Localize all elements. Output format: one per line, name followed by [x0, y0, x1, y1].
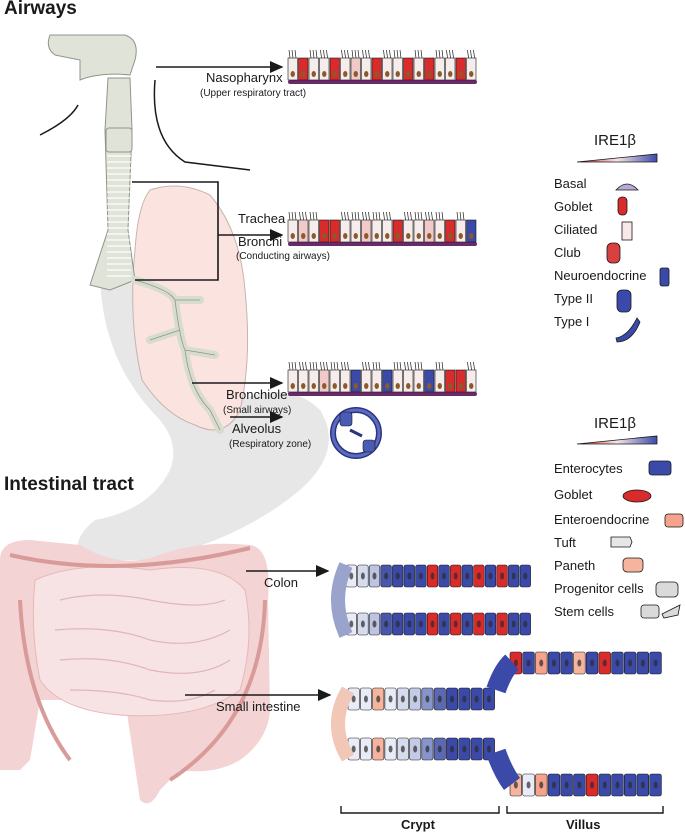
crypt-label: Crypt — [401, 817, 435, 832]
paneth-icon — [622, 557, 644, 573]
airway-bracket — [132, 181, 219, 281]
villus-bracket — [506, 806, 664, 814]
legend-airway-item: Ciliated — [554, 222, 598, 237]
stem-cell-icon — [640, 604, 660, 619]
villus-label: Villus — [566, 817, 601, 832]
enterocyte-icon — [648, 460, 672, 476]
nasal-cavity — [47, 34, 137, 81]
legend-gut-item: Goblet — [554, 487, 593, 502]
enteroendocrine-icon — [664, 513, 684, 528]
stem-cell-icon-2 — [661, 604, 681, 619]
type-ii-cell-icon — [616, 289, 632, 313]
nasopharynx-epithelium — [287, 49, 477, 84]
region-bronchiole-sub: (Small airways) — [223, 405, 292, 416]
region-alveolus: Alveolus — [232, 421, 282, 436]
larynx — [105, 127, 133, 153]
legend-gut-icons — [610, 460, 684, 619]
region-bronchiole: Bronchiole — [226, 387, 288, 402]
legend-airway-item: Type I — [554, 314, 590, 329]
section-title-airways: Airways — [4, 0, 77, 19]
region-nasopharynx: Nasopharynx — [206, 70, 283, 85]
goblet-gut-icon — [622, 489, 652, 503]
legend-gut-item: Enterocytes — [554, 461, 623, 476]
region-alveolus-sub: (Respiratory zone) — [229, 439, 312, 450]
progenitor-icon — [655, 581, 679, 598]
legend-gut-item: Progenitor cells — [554, 581, 644, 596]
neuroendocrine-cell-icon — [659, 267, 670, 287]
legend-airway-item: Basal — [554, 176, 587, 191]
bronchiole-epithelium — [287, 361, 477, 396]
small-intestine-shape — [32, 566, 250, 717]
ire1b-gradient-airway — [576, 153, 658, 163]
basal-cell-icon — [615, 183, 639, 191]
region-bronchi-sub: (Conducting airways) — [236, 251, 330, 262]
legend-gut-item: Enteroendocrine — [554, 512, 650, 527]
tuft-icon — [610, 536, 633, 548]
legend-airway-title: IRE1β — [594, 132, 636, 149]
goblet-cell-icon — [617, 196, 628, 216]
legend-gut-item: Stem cells — [554, 604, 614, 619]
legend-airway-item: Club — [554, 245, 581, 260]
alveolus-illustration — [330, 407, 382, 459]
crypt-bracket — [340, 806, 500, 814]
club-cell-icon — [606, 242, 621, 264]
legend-airway-icons — [606, 183, 670, 343]
legend-airway-item: Goblet — [554, 199, 593, 214]
legend-gut-title: IRE1β — [594, 415, 636, 432]
legend-airway-item: Type II — [554, 291, 594, 306]
small-intestine-epithelium — [331, 651, 662, 797]
region-trachea: Trachea — [238, 211, 286, 226]
trachea-epithelium — [287, 211, 477, 246]
colon-epithelium — [331, 562, 531, 638]
head-outline — [39, 79, 251, 171]
ciliated-cell-icon — [621, 221, 633, 241]
type-i-cell-icon — [615, 317, 641, 343]
legend-airway-item: Neuroendocrine — [554, 268, 647, 283]
colon-band — [9, 546, 267, 782]
region-nasopharynx-sub: (Upper respiratory tract) — [200, 88, 307, 99]
legend-gut-item: Paneth — [554, 558, 596, 573]
region-colon: Colon — [264, 575, 298, 590]
ire1b-gradient-gut — [576, 435, 658, 445]
region-small-intestine: Small intestine — [216, 699, 301, 714]
section-title-intestinal: Intestinal tract — [4, 474, 134, 495]
legend-gut-item: Tuft — [554, 535, 576, 550]
region-bronchi: Bronchi — [238, 234, 283, 249]
